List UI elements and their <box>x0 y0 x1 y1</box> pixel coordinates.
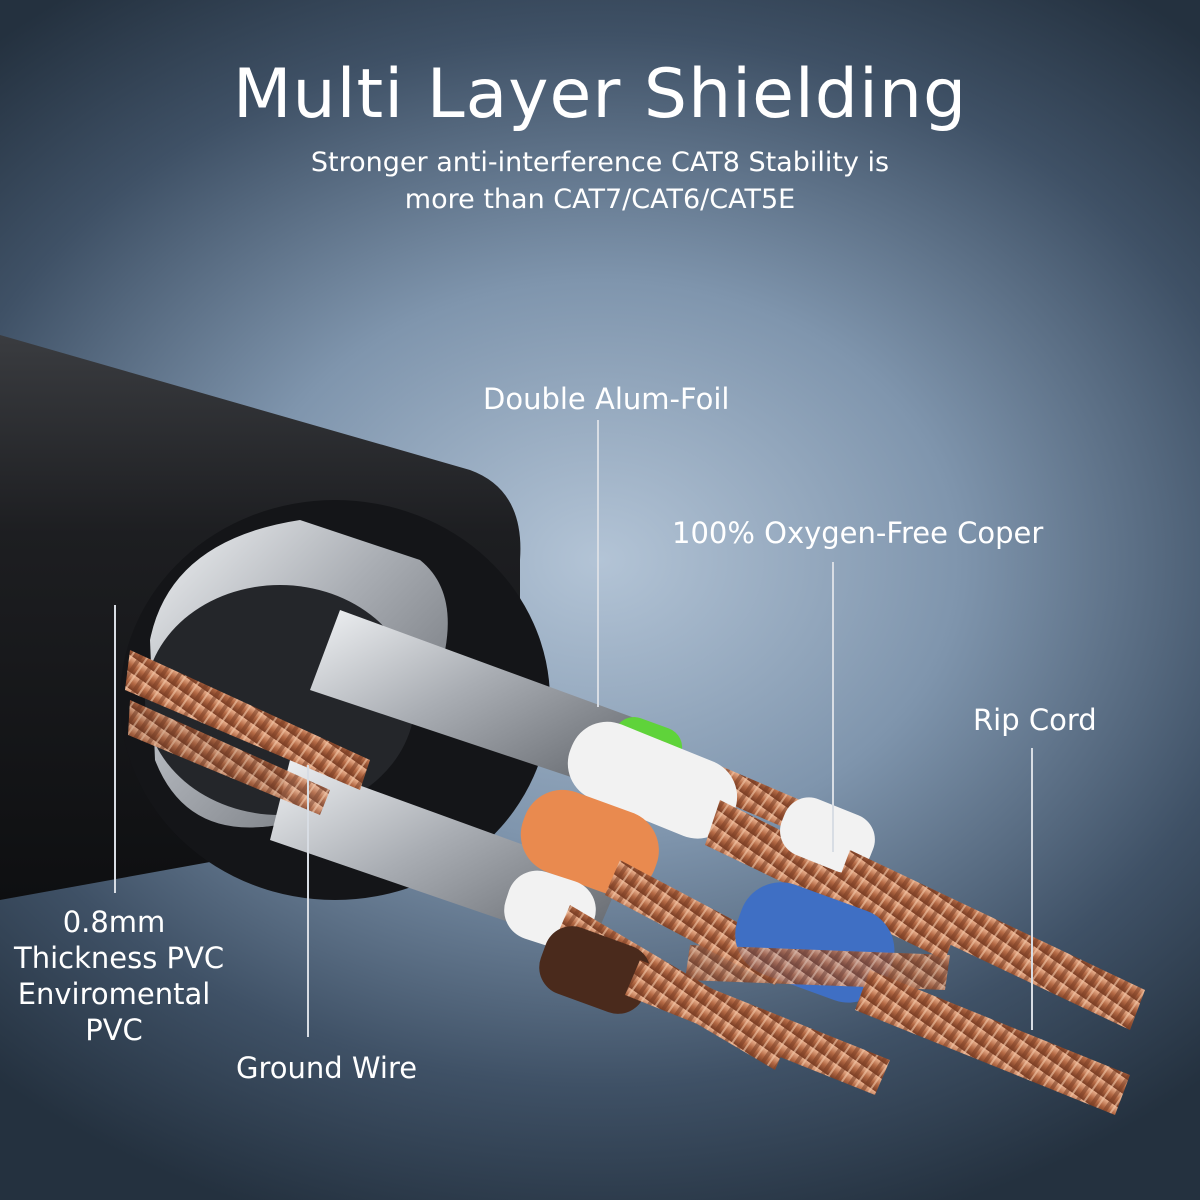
copper-label: 100% Oxygen-Free Coper <box>672 516 1044 550</box>
white-copper-1 <box>705 800 960 960</box>
copper-leader <box>832 562 834 852</box>
subtitle-line-2: more than CAT7/CAT6/CAT5E <box>404 184 796 215</box>
pvc-label-line-2: Thickness PVC <box>14 941 225 975</box>
rip-cord-leader <box>1031 748 1033 1030</box>
double-foil-leader <box>597 420 599 707</box>
ground-wire-strands-2 <box>128 700 330 815</box>
white-copper-2 <box>835 850 1145 1030</box>
ground-wire-leader <box>307 765 309 1037</box>
ground-wire-label: Ground Wire <box>236 1051 418 1085</box>
extra-copper <box>685 945 950 990</box>
pvc-label-line-3: Enviromental <box>17 977 211 1011</box>
pvc-label-line-4: PVC <box>85 1013 143 1047</box>
page-title: Multi Layer Shielding <box>232 55 968 134</box>
rip-cord-label: Rip Cord <box>973 703 1097 737</box>
white-insulation-1 <box>567 721 738 839</box>
pvc-label-line-1: 0.8mm <box>62 905 166 939</box>
pair-foil-1 <box>310 610 640 790</box>
ground-wire-strands <box>125 650 370 790</box>
subtitle-line-1: Stronger anti-interference CAT8 Stabilit… <box>310 147 890 178</box>
double-foil-label: Double Alum-Foil <box>483 382 730 416</box>
pvc-leader <box>114 605 116 893</box>
brown-insulation <box>539 926 651 1014</box>
blue-copper <box>855 970 1130 1115</box>
brown-copper <box>625 960 890 1095</box>
pvc-label: 0.8mm Thickness PVC Enviromental PVC <box>14 904 225 1048</box>
page-subtitle: Stronger anti-interference CAT8 Stabilit… <box>0 144 1200 218</box>
